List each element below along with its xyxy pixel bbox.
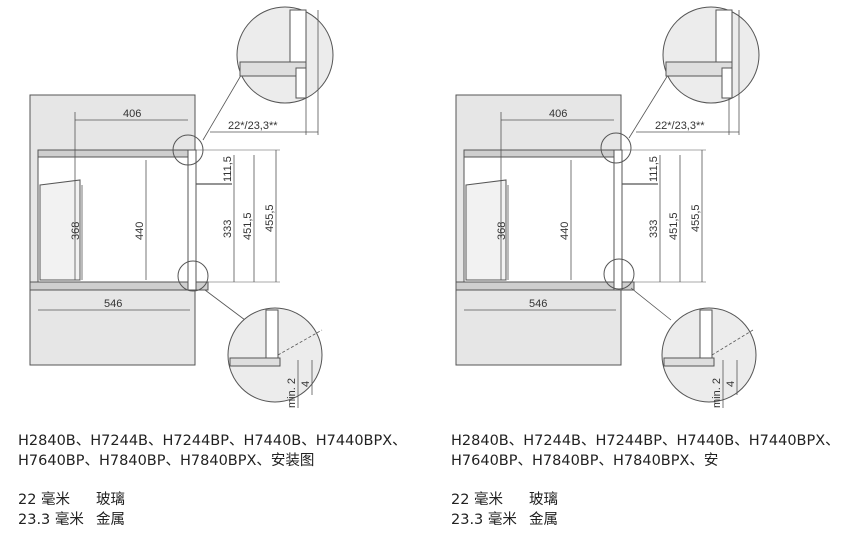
oven-front [187,149,197,291]
dim-min: min. 2 [711,378,723,408]
dim-height-111: 111,5 [648,156,660,182]
model-list: H2840B、H7244B、H7244BP、H7440B、H7440BPX、 H… [18,431,418,471]
model-list: H2840B、H7244B、H7244BP、H7440B、H7440BPX、 H… [451,431,842,471]
dim-width-top: 406 [123,108,141,120]
detail-circle-bottom [603,258,635,290]
dim-height-455: 455,5 [690,204,702,232]
installation-panel-right: 22*/23,3** 406 546 368 440 111,5 333 451… [421,0,842,536]
dim-gap-4: 4 [725,381,737,387]
dim-height-333: 333 [222,220,234,238]
oven-body [39,179,81,281]
installation-diagram: 22*/23,3** 406 546 368 440 111,5 333 451… [29,6,334,408]
dim-height-333: 333 [648,220,660,238]
detail-circle-top [600,132,632,164]
dim-height-cavity: 440 [134,222,146,240]
legend-material: 金属 [529,512,558,528]
dim-gap-4: 4 [300,381,312,387]
dim-height-451: 451,5 [242,212,254,240]
detail-circle-bottom [177,260,209,292]
bottom-shelf [29,281,209,291]
material-legend: 22 毫米 玻璃 23.3 毫米金属 [18,490,125,530]
legend-material: 玻璃 [96,492,125,508]
detail-bottom-zoom [661,307,757,408]
detail-top-zoom [662,6,760,135]
dim-min: min. 2 [286,378,298,408]
dim-clearance: 22*/23,3** [228,120,278,132]
legend-row-metal: 23.3 毫米金属 [18,510,125,530]
legend-material: 金属 [96,512,125,528]
dim-height-inner: 368 [70,222,82,240]
installation-diagram: 22*/23,3** 406 546 368 440 111,5 333 451… [455,6,760,408]
oven-front [613,149,623,291]
model-list-line2: H7640BP、H7840BP、H7840BPX、安装图 [18,453,315,469]
detail-bottom-zoom [227,307,323,408]
bottom-shelf [455,281,635,291]
dim-height-111: 111,5 [222,156,234,182]
top-shelf [37,149,197,158]
legend-material: 玻璃 [529,492,558,508]
top-shelf [463,149,623,158]
dim-width-top: 406 [549,108,567,120]
dim-height-inner: 368 [496,222,508,240]
dim-height-455: 455,5 [264,204,276,232]
legend-value: 22 毫米 [451,492,504,508]
dim-width-bottom: 546 [104,298,122,310]
model-list-line1: H2840B、H7244B、H7244BP、H7440B、H7440BPX、 [451,433,840,449]
dim-height-cavity: 440 [559,222,571,240]
model-list-line1: H2840B、H7244B、H7244BP、H7440B、H7440BPX、 [18,433,407,449]
material-legend: 22 毫米 玻璃 23.3 毫米金属 [451,490,558,530]
legend-value: 23.3 毫米 [451,512,517,528]
oven-body [465,179,507,281]
legend-row-metal: 23.3 毫米金属 [451,510,558,530]
legend-value: 23.3 毫米 [18,512,84,528]
dim-clearance: 22*/23,3** [655,120,705,132]
dim-width-bottom: 546 [529,298,547,310]
legend-value: 22 毫米 [18,492,71,508]
installation-panel-left: 22*/23,3** 406 546 368 440 111,5 333 451… [18,6,418,530]
legend-row-glass: 22 毫米 玻璃 [18,490,125,510]
model-list-line2: H7640BP、H7840BP、H7840BPX、安 [451,453,719,469]
detail-top-zoom [236,6,334,135]
legend-row-glass: 22 毫米 玻璃 [451,490,558,510]
dim-height-451: 451,5 [668,212,680,240]
